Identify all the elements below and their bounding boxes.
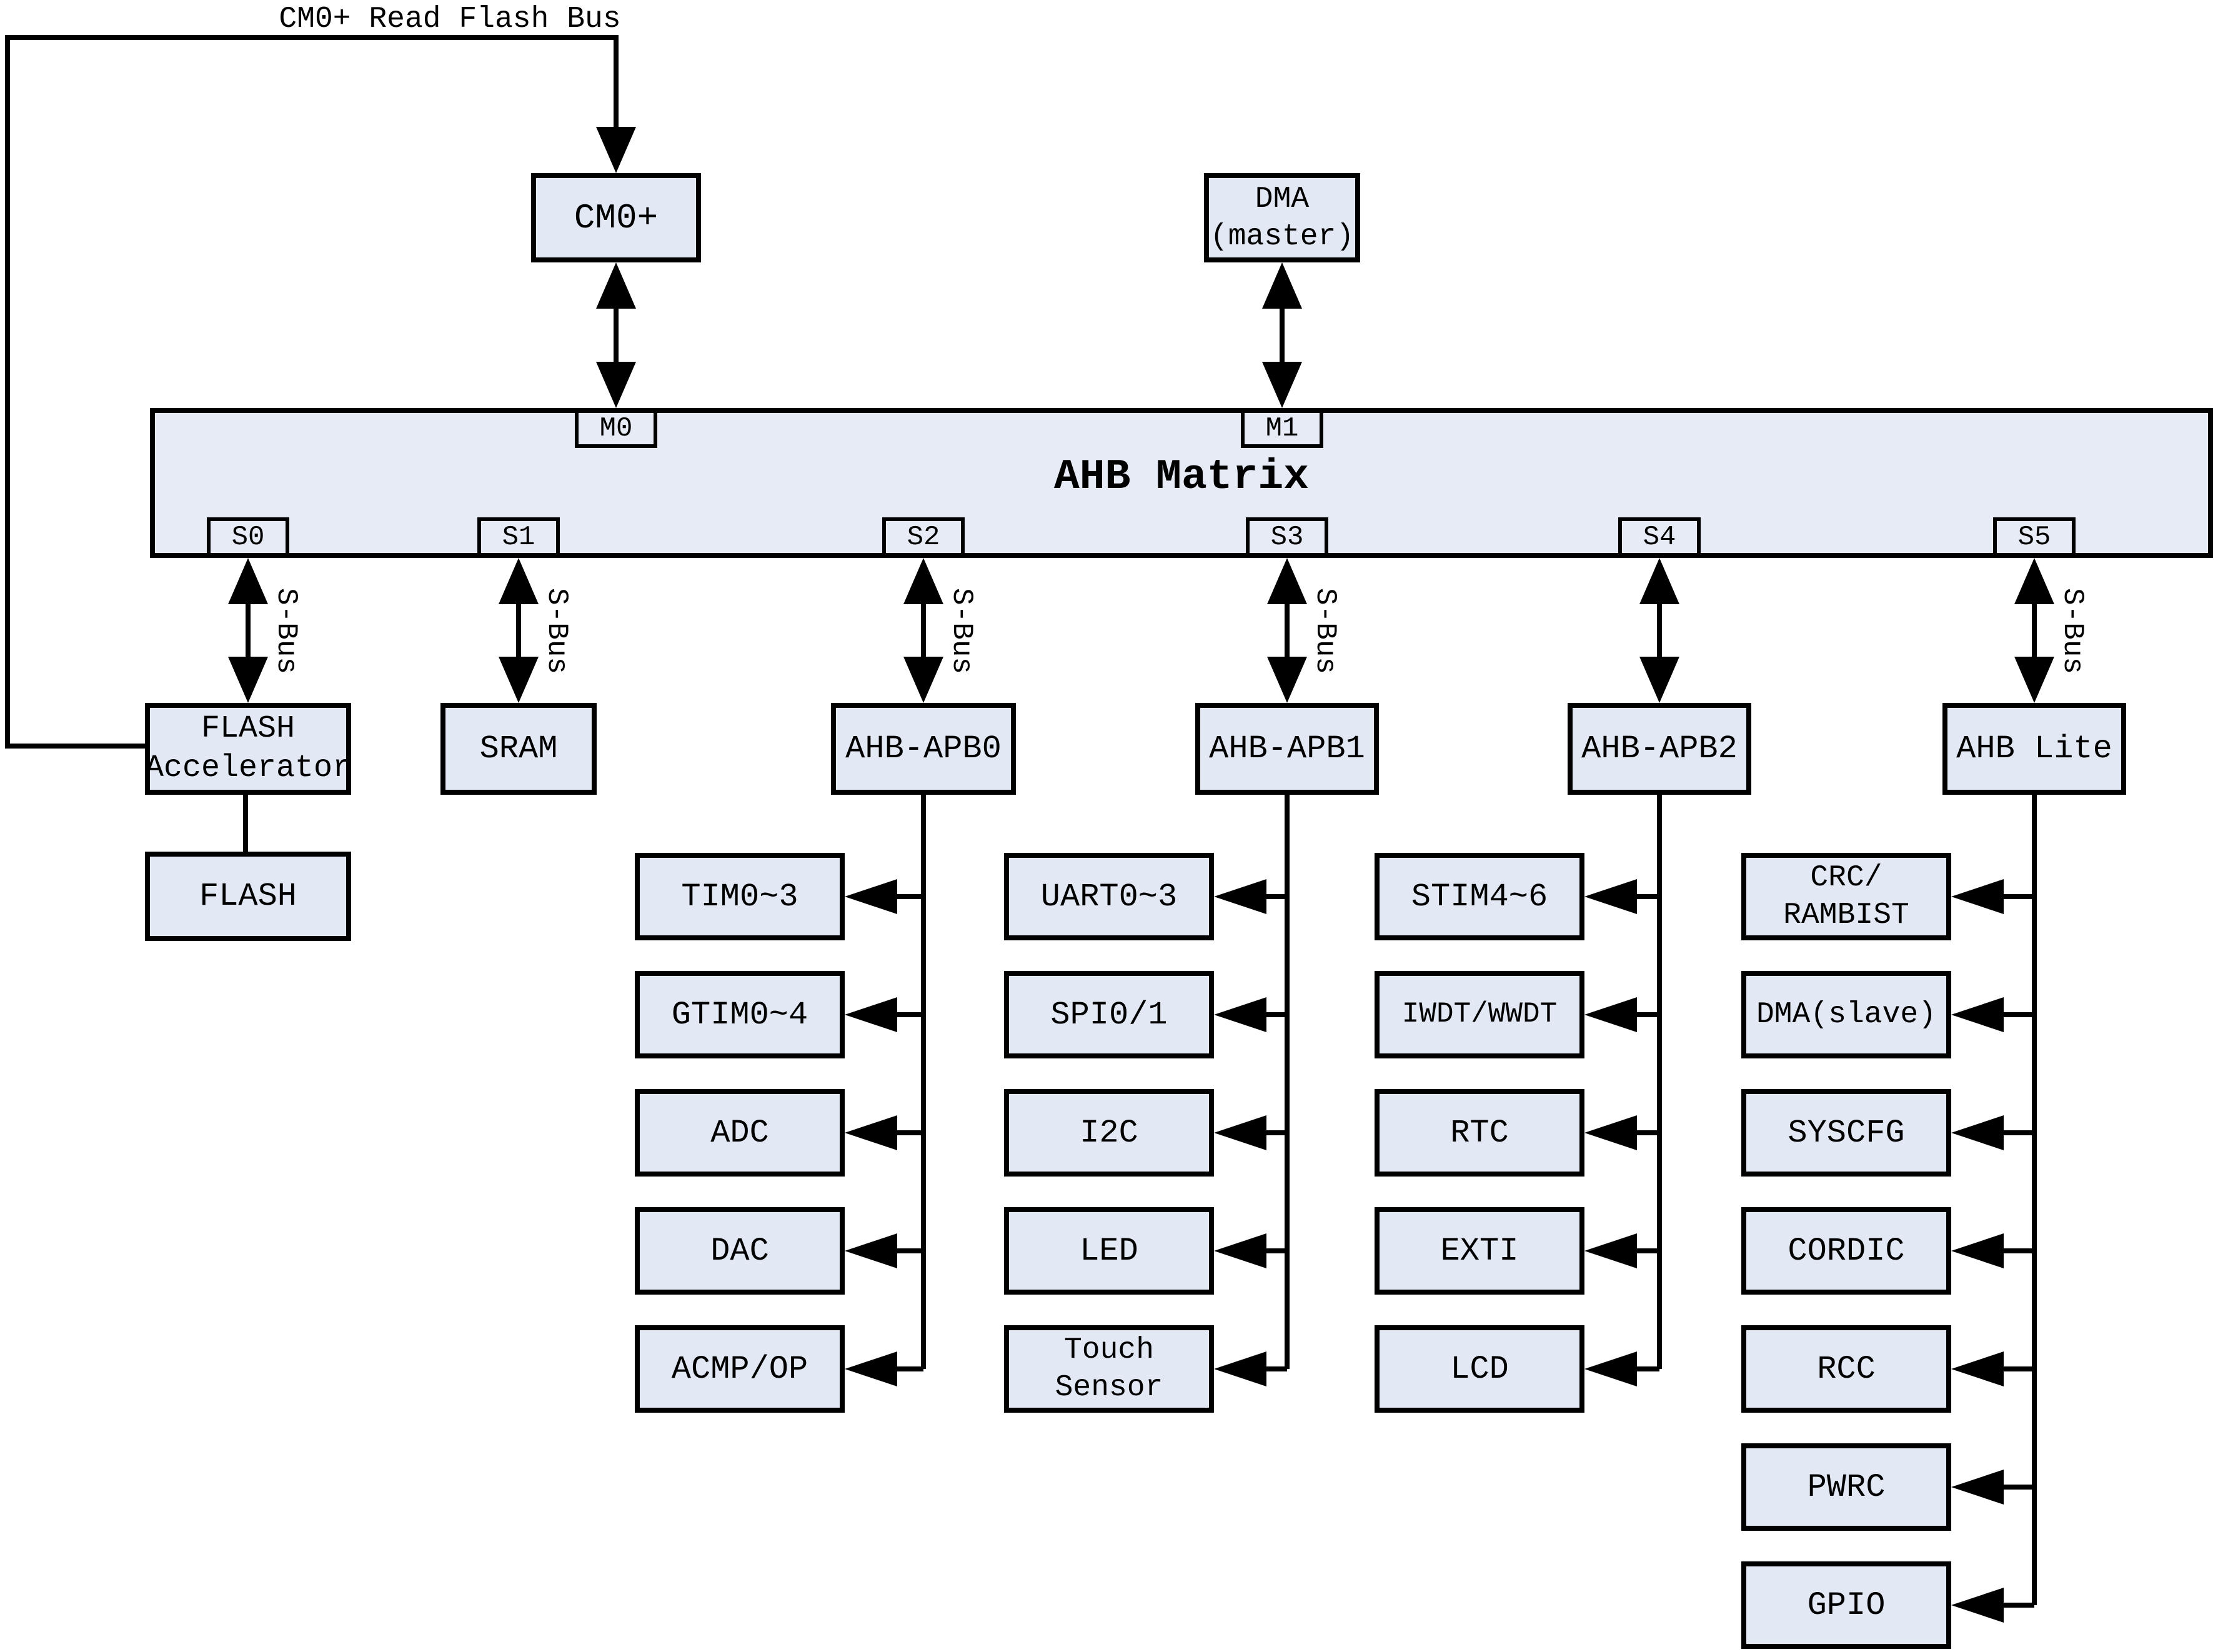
peripheral-box: LCD [1375,1325,1584,1413]
bus-stub-arrow [1214,1115,1287,1150]
peripheral-box: TIM0~3 [635,853,845,940]
peripheral-box: RTC [1375,1089,1584,1177]
flash-accel-flash-connector [243,795,248,852]
bus-stub-arrow [1951,997,2034,1032]
arrow-down-icon [1262,362,1302,408]
port-s2: S2 [882,517,965,553]
sram-box: SRAM [440,703,597,795]
apb0-bus-line [921,795,926,1369]
s1-bus-arrow [499,558,539,703]
ahb-apb1-box: AHB-APB1 [1195,703,1379,795]
dma-m1-arrow [1262,262,1302,408]
ahb-matrix-bar: AHB Matrix [150,408,2213,558]
peripheral-box: CRC/ RAMBIST [1741,853,1951,940]
s5-sbus-label: S-Bus [2056,587,2089,675]
cm0-m0-arrow [596,262,636,408]
s5-bus-arrow [2014,558,2054,703]
peripheral-box: SPI0/1 [1004,971,1214,1058]
peripheral-box: ACMP/OP [635,1325,845,1413]
s0-bus-arrow [228,558,268,703]
peripheral-box: STIM4~6 [1375,853,1584,940]
ahb-matrix-title: AHB Matrix [1053,453,1310,501]
peripheral-box: GTIM0~4 [635,971,845,1058]
peripheral-box: DMA(slave) [1741,971,1951,1058]
bus-stub-arrow [845,1351,923,1386]
flash-box: FLASH [145,852,351,941]
bus-stub-arrow [1214,997,1287,1032]
bus-stub-arrow [1214,879,1287,914]
bus-stub-arrow [1214,1351,1287,1386]
bus-stub-arrow [1584,1115,1659,1150]
arrow-down-icon [596,362,636,408]
peripheral-box: IWDT/WWDT [1375,971,1584,1058]
bus-stub-arrow [1951,1470,2034,1505]
peripheral-box: PWRC [1741,1443,1951,1531]
peripheral-box: UART0~3 [1004,853,1214,940]
bus-stub-arrow [1951,1115,2034,1150]
peripheral-box: Touch Sensor [1004,1325,1214,1413]
port-s1: S1 [477,517,560,553]
port-s5: S5 [1993,517,2076,553]
s4-bus-arrow [1639,558,1679,703]
peripheral-box: I2C [1004,1089,1214,1177]
bus-stub-arrow [845,997,923,1032]
ahb-apb0-box: AHB-APB0 [831,703,1016,795]
bus-stub-arrow [1214,1233,1287,1268]
s1-sbus-label: S-Bus [540,587,573,675]
s2-bus-arrow [903,558,943,703]
bus-stub-arrow [1584,1233,1659,1268]
bus-stub-arrow [845,1233,923,1268]
peripheral-box: LED [1004,1207,1214,1295]
bus-stub-arrow [1951,1588,2034,1623]
port-m0: M0 [575,413,657,448]
read-flash-bus-line-bottom [5,744,150,749]
bus-stub-arrow [1584,1351,1659,1386]
arrowhead-into-cm0 [596,127,636,173]
read-flash-bus-line-drop [614,35,619,132]
port-m1: M1 [1241,413,1323,448]
read-flash-bus-line-left [5,35,10,749]
bus-stub-arrow [1951,1351,2034,1386]
port-s3: S3 [1246,517,1328,553]
apb2-bus-line [1657,795,1662,1369]
read-flash-bus-line-top [5,35,619,40]
bus-stub-arrow [1584,879,1659,914]
peripheral-box: GPIO [1741,1561,1951,1649]
dma-master-box: DMA (master) [1204,173,1360,262]
bus-stub-arrow [845,1115,923,1150]
peripheral-box: CORDIC [1741,1207,1951,1295]
peripheral-box: RCC [1741,1325,1951,1413]
peripheral-box: SYSCFG [1741,1089,1951,1177]
s3-sbus-label: S-Bus [1309,587,1341,675]
apb1-bus-line [1285,795,1290,1369]
bus-stub-arrow [1951,1233,2034,1268]
peripheral-box: ADC [635,1089,845,1177]
peripheral-box: DAC [635,1207,845,1295]
s0-sbus-label: S-Bus [270,587,302,675]
port-s0: S0 [207,517,289,553]
bus-stub-arrow [1584,997,1659,1032]
peripheral-box: EXTI [1375,1207,1584,1295]
read-flash-bus-label: CM0+ Read Flash Bus [279,2,621,36]
ahb-lite-box: AHB Lite [1942,703,2126,795]
cm0-box: CM0+ [531,173,701,262]
bus-stub-arrow [845,879,923,914]
bus-stub-arrow [1951,879,2034,914]
s2-sbus-label: S-Bus [945,587,978,675]
port-s4: S4 [1618,517,1701,553]
flash-accelerator-box: FLASH Accelerator [145,703,351,795]
ahb-lite-bus-line [2032,795,2037,1605]
ahb-apb2-box: AHB-APB2 [1568,703,1751,795]
s3-bus-arrow [1267,558,1307,703]
